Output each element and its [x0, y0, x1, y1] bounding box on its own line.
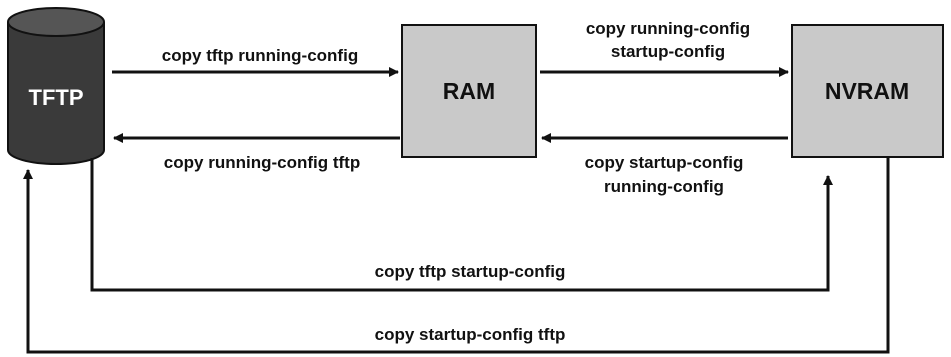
tftp-cylinder-top [7, 7, 105, 37]
ram-label: RAM [443, 78, 495, 104]
nvram-node: NVRAM [791, 24, 944, 158]
tftp-label: TFTP [29, 85, 84, 110]
nvram-label: NVRAM [825, 78, 909, 104]
tftp-cylinder-body [7, 22, 105, 165]
arrow-nvram-to-tftp [23, 157, 890, 354]
label-copy-running-config-tftp: copy running-config tftp [164, 153, 360, 172]
label-copy-running-config-startup-2: startup-config [611, 42, 725, 61]
label-copy-running-config-startup-1: copy running-config [586, 19, 750, 38]
ram-node: RAM [401, 24, 537, 158]
nvram-box [791, 24, 944, 158]
ram-box [401, 24, 537, 158]
label-copy-startup-config-running-2: running-config [604, 177, 724, 196]
tftp-server-node: TFTP [7, 7, 105, 165]
label-copy-tftp-startup-config: copy tftp startup-config [375, 262, 566, 281]
label-copy-startup-config-tftp: copy startup-config tftp [375, 325, 566, 344]
label-copy-startup-config-running-1: copy startup-config [585, 153, 744, 172]
label-copy-tftp-running-config: copy tftp running-config [162, 46, 358, 65]
arrow-tftp-to-nvram [90, 158, 833, 292]
